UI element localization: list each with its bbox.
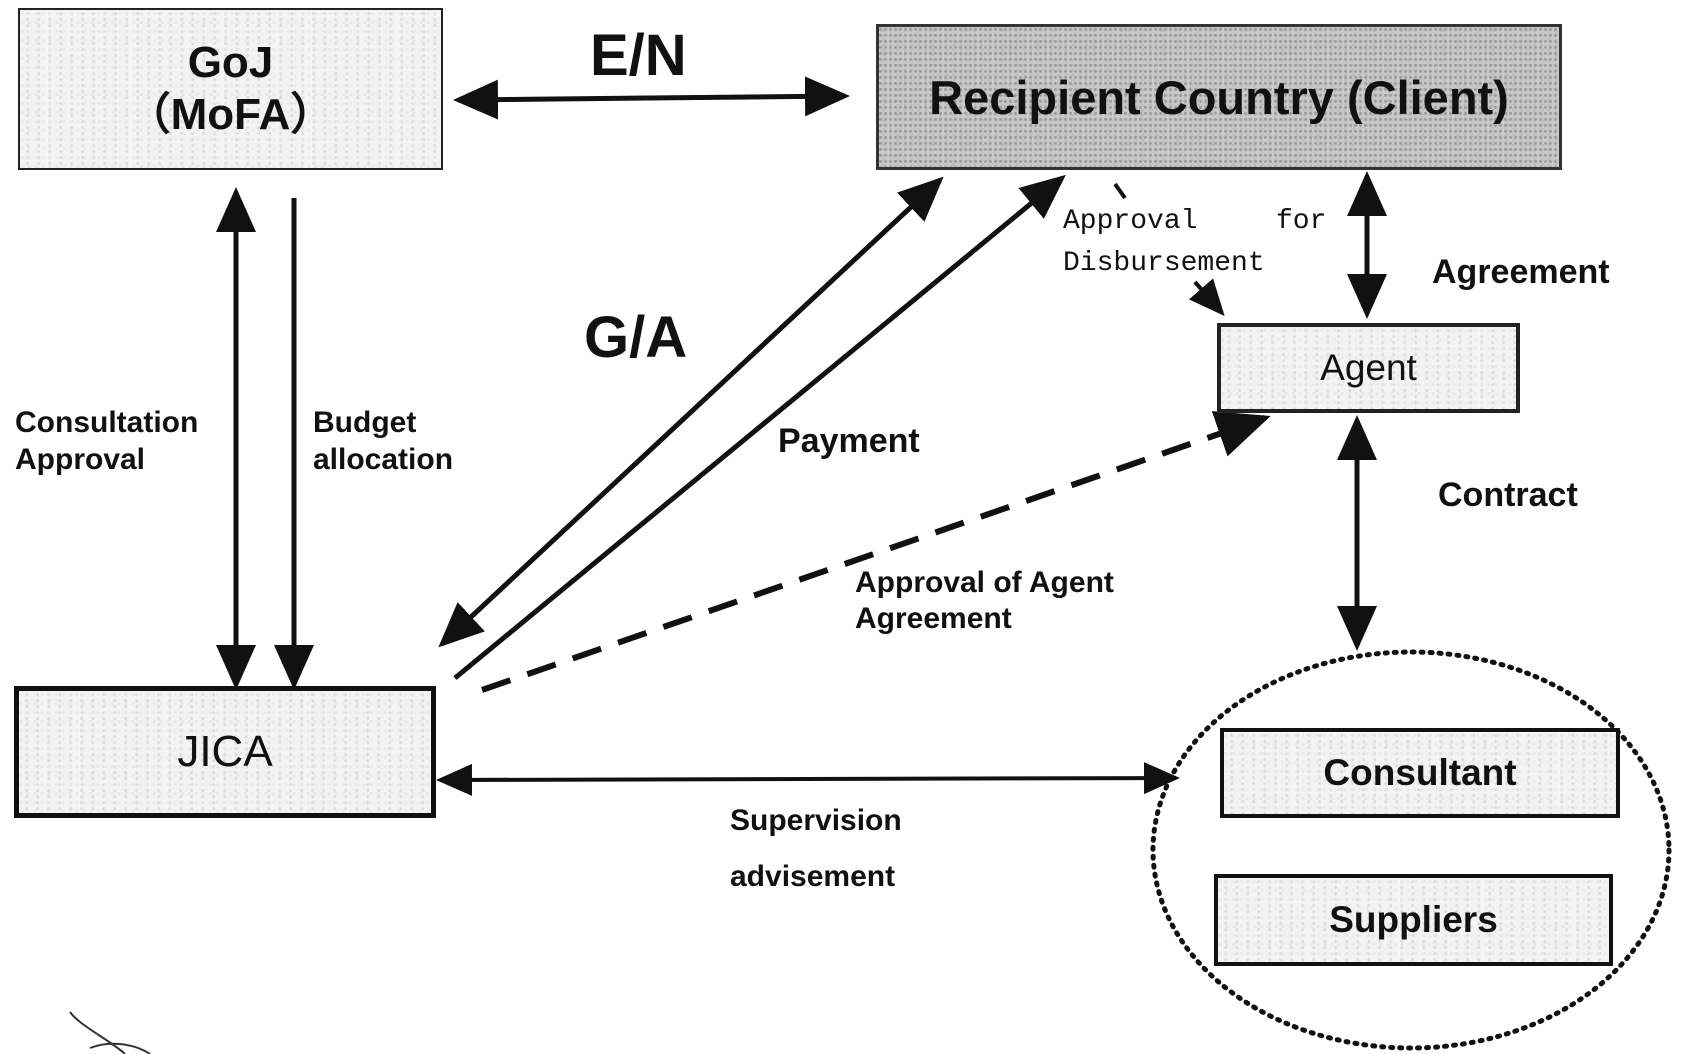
agent-box: Agent [1217, 323, 1520, 413]
disbursement-tick [1113, 182, 1127, 200]
supervision-arrow [436, 762, 1180, 796]
supervision-label-line1: Supervision [730, 804, 902, 837]
agent-label: Agent [1320, 347, 1417, 388]
consultation-label-line1: Consultation [15, 406, 199, 439]
suppliers-box: Suppliers [1214, 874, 1613, 966]
disbursement-label-line1b: for [1276, 206, 1327, 237]
ga-label: G/A [584, 305, 688, 370]
agreement-label: Agreement [1432, 253, 1610, 291]
mofa-label: （MoFA） [126, 90, 335, 139]
sketch-mark [69, 1011, 151, 1054]
payment-arrow [453, 174, 1066, 680]
consultant-box: Consultant [1220, 728, 1620, 818]
en-label: E/N [590, 23, 687, 88]
jica-box: JICA [14, 686, 436, 818]
consultation-label-line2: Approval [15, 443, 146, 476]
recipient-label: Recipient Country (Client) [929, 70, 1509, 124]
approval-agent-arrow [481, 411, 1271, 693]
ga-arrow [438, 176, 944, 648]
budget-label-line1: Budget [313, 406, 417, 439]
suppliers-label: Suppliers [1329, 899, 1498, 940]
disbursement-arrow [1188, 278, 1225, 317]
budget-label-line2: allocation [313, 443, 454, 476]
jica-label: JICA [177, 727, 273, 776]
disbursement-label-line2: Disbursement [1063, 248, 1265, 279]
payment-label: Payment [778, 422, 920, 460]
approval-agent-label-line2: Agreement [855, 602, 1012, 635]
en-arrow [453, 76, 850, 120]
contract-label: Contract [1438, 476, 1578, 514]
goj-label: GoJ [187, 38, 274, 87]
consultant-label: Consultant [1323, 752, 1517, 793]
approval-agent-label-line1: Approval of Agent [855, 566, 1114, 599]
supervision-label-line2: advisement [730, 860, 896, 893]
goj-box: GoJ （MoFA） [18, 8, 443, 170]
recipient-box: Recipient Country (Client) [876, 24, 1562, 170]
disbursement-label-line1a: Approval [1063, 206, 1198, 237]
contractor-group-ellipse [1150, 649, 1672, 1051]
